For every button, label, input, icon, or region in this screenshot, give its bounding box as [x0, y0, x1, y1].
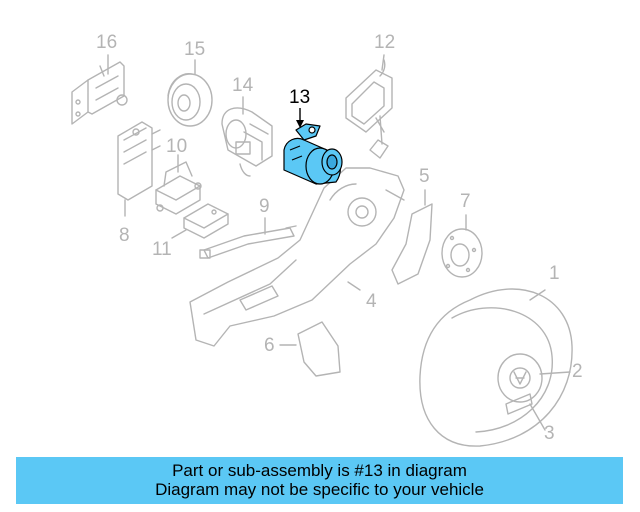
callout-7: 7 — [460, 191, 471, 212]
part-15-disc — [167, 73, 213, 127]
part-10-bracket — [155, 161, 202, 215]
callout-4: 4 — [366, 291, 377, 312]
parts-diagram — [71, 54, 573, 447]
callout-2: 2 — [572, 361, 583, 382]
callout-3: 3 — [544, 423, 555, 444]
callout-6: 6 — [264, 335, 275, 356]
part-13-assembly — [283, 123, 343, 185]
callout-9: 9 — [259, 196, 270, 217]
callout-12: 12 — [374, 32, 396, 53]
part-1-wheel — [419, 288, 573, 447]
part-5-panel — [391, 203, 433, 285]
banner-line-1: Part or sub-assembly is #13 in diagram — [172, 461, 467, 480]
part-16-hinge — [71, 61, 128, 125]
part-11-box — [183, 203, 229, 239]
part-9-strut — [199, 225, 297, 259]
callout-15: 15 — [184, 39, 206, 60]
callout-16: 16 — [96, 32, 118, 53]
callout-13: 13 — [289, 87, 311, 108]
banner-line-2: Diagram may not be specific to your vehi… — [155, 480, 484, 499]
info-banner: Part or sub-assembly is #13 in diagram D… — [16, 457, 623, 504]
callout-11: 11 — [152, 239, 172, 260]
part-4-swing-arm — [189, 167, 405, 347]
part-8-bracket — [117, 121, 161, 201]
callout-13-arrowhead — [296, 120, 304, 128]
callout-8: 8 — [119, 225, 130, 246]
callout-14: 14 — [232, 75, 254, 96]
part-6-flap — [297, 321, 341, 377]
callout-10: 10 — [166, 136, 188, 157]
part-14-motor — [221, 107, 273, 177]
callout-1: 1 — [549, 263, 560, 284]
part-12-housing — [345, 59, 393, 159]
part-7-ring — [441, 228, 483, 278]
callout-5: 5 — [419, 166, 430, 187]
